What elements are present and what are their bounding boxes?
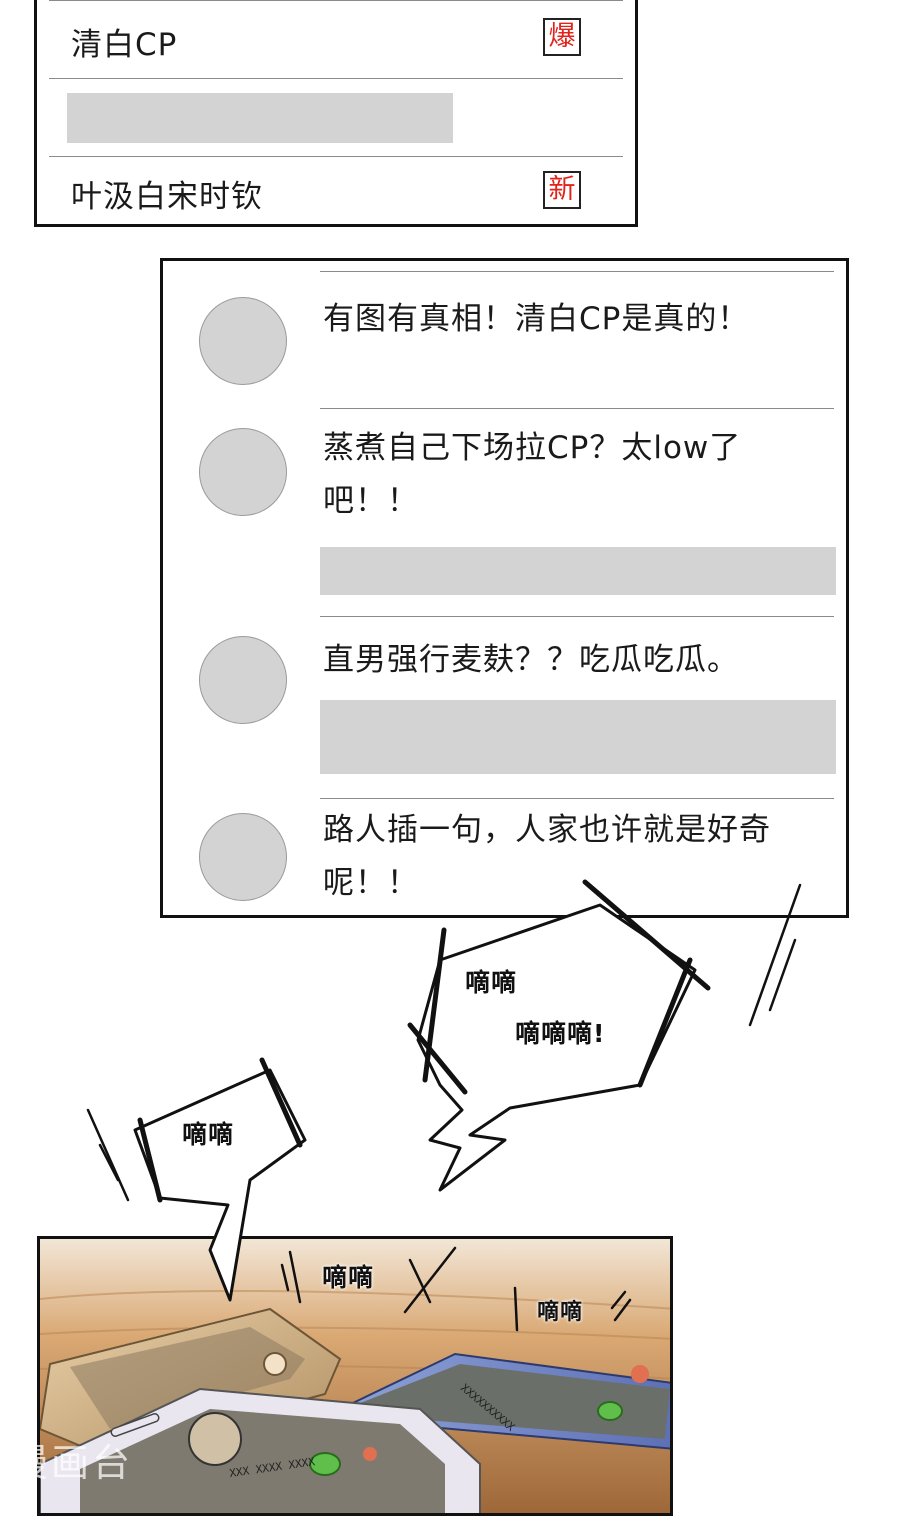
avatar[interactable] bbox=[199, 813, 287, 901]
sound-effect-text: 嘀嘀 bbox=[322, 1263, 375, 1292]
trending-panel: 清白CP 爆 叶汲白宋时钦 新 bbox=[34, 0, 638, 227]
comment-text: 有图有真相！清白CP是真的！ bbox=[323, 301, 750, 337]
trending-item[interactable]: 叶汲白宋时钦 新 bbox=[49, 156, 623, 223]
divider bbox=[320, 271, 834, 272]
new-badge: 新 bbox=[543, 171, 581, 209]
divider bbox=[320, 616, 834, 617]
trending-item[interactable] bbox=[49, 78, 623, 155]
sound-effect-text: 嘀嘀 bbox=[182, 1120, 235, 1149]
redacted-block bbox=[320, 547, 836, 595]
comment-text: 路人插一句，人家也许就是好奇呢！！ bbox=[323, 812, 771, 901]
sound-effect-text: 嘀嘀 bbox=[537, 1300, 584, 1325]
watermark-logo: 漫画台 bbox=[10, 1441, 134, 1485]
avatar[interactable] bbox=[199, 428, 287, 516]
trending-item-label: 清白CP bbox=[71, 27, 178, 63]
comment-text: 蒸煮自己下场拉CP？太low了吧！！ bbox=[323, 430, 742, 519]
impact-lines bbox=[137, 879, 711, 1203]
divider bbox=[320, 408, 834, 409]
white-phone: XXX XXXX XXXX bbox=[40, 1387, 481, 1513]
phones-illustration: XXXXXXXXXX XXX XXXX XXXX bbox=[40, 1239, 670, 1513]
comment-text: 直男强行麦麸？？吃瓜吃瓜。 bbox=[323, 642, 739, 678]
sound-effect-text: 嘀嘀嘀! bbox=[515, 1019, 606, 1048]
redacted-block bbox=[67, 93, 453, 143]
divider bbox=[320, 798, 834, 799]
sound-effect-text: 嘀嘀 bbox=[465, 968, 518, 997]
gold-phone bbox=[40, 1307, 342, 1456]
avatar[interactable] bbox=[199, 297, 287, 385]
avatar[interactable] bbox=[199, 636, 287, 724]
trending-item-label: 叶汲白宋时钦 bbox=[71, 179, 263, 215]
trending-item[interactable]: 清白CP 爆 bbox=[49, 0, 623, 77]
hot-badge: 爆 bbox=[543, 18, 581, 56]
comments-panel: 有图有真相！清白CP是真的！ 蒸煮自己下场拉CP？太low了吧！！ 直男强行麦麸… bbox=[160, 258, 849, 918]
redacted-block bbox=[320, 700, 836, 774]
phones-scene: XXXXXXXXXX XXX XXXX XXXX bbox=[37, 1236, 673, 1516]
